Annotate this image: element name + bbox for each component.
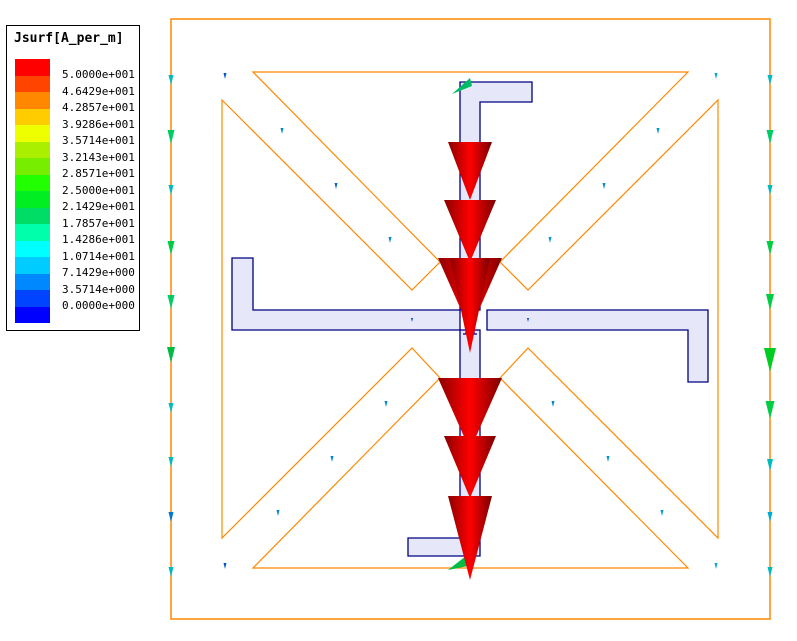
legend-swatch xyxy=(15,75,50,92)
legend-labels: 5.0000e+001 4.6429e+001 4.2857e+001 3.9286e… xyxy=(62,67,135,315)
current-arrow-small xyxy=(660,510,664,516)
current-arrow-cone xyxy=(444,200,496,262)
current-arrow-small xyxy=(223,73,227,79)
current-arrow-small xyxy=(167,130,175,144)
current-arrow-cone xyxy=(450,258,490,353)
legend-label: 5.0000e+001 xyxy=(62,68,135,81)
current-arrow-small xyxy=(384,401,388,407)
current-arrow-small xyxy=(767,459,773,471)
legend-swatch xyxy=(15,257,50,274)
color-legend: Jsurf[A_per_m] 5.0000e+001 4.6429e+001 4.2… xyxy=(6,25,140,331)
legend-label: 2.8571e+001 xyxy=(62,167,135,180)
legend-swatch xyxy=(15,92,50,109)
current-arrow-small xyxy=(334,183,338,189)
current-arrow-small xyxy=(280,128,284,134)
current-arrow-small xyxy=(767,512,773,522)
current-arrow-small xyxy=(388,237,392,243)
current-arrow-small xyxy=(602,183,606,189)
radiating-patch-outline xyxy=(221,71,719,569)
legend-swatch xyxy=(15,191,50,208)
legend-label: 7.1429e+000 xyxy=(62,266,135,279)
legend-label: 1.4286e+001 xyxy=(62,233,135,246)
legend-swatch xyxy=(15,290,50,307)
current-arrow-small xyxy=(548,237,552,243)
current-arrow-small xyxy=(527,318,529,322)
current-arrow-cone xyxy=(448,496,492,580)
legend-color-bar xyxy=(15,59,50,323)
current-arrow-small xyxy=(330,456,334,462)
legend-label: 3.5714e+001 xyxy=(62,134,135,147)
current-arrow-small xyxy=(767,567,773,577)
legend-swatch xyxy=(15,108,50,125)
current-arrow-small xyxy=(168,185,174,195)
current-arrow-small xyxy=(168,512,174,522)
legend-label: 2.1429e+001 xyxy=(62,200,135,213)
legend-label: 3.2143e+001 xyxy=(62,150,135,164)
legend-label: 4.6429e+001 xyxy=(62,84,135,98)
legend-label: 4.2857e+001 xyxy=(62,101,135,114)
current-arrow-small xyxy=(167,241,175,255)
legend-swatch xyxy=(15,158,50,175)
current-arrow-small xyxy=(767,185,773,195)
current-arrow-small xyxy=(167,295,175,309)
current-vectors-small xyxy=(167,73,776,577)
current-arrow-small xyxy=(551,401,555,407)
current-arrow-cone xyxy=(438,378,502,450)
current-arrow-small xyxy=(168,567,174,577)
legend-label: 3.9286e+001 xyxy=(62,117,135,131)
current-arrow-small xyxy=(276,510,280,516)
legend-swatch xyxy=(15,224,50,241)
current-arrow-small xyxy=(411,318,413,322)
current-arrow-small xyxy=(448,556,468,570)
legend-label: 2.5000e+001 xyxy=(62,183,135,197)
current-arrow-small xyxy=(606,456,610,462)
legend-swatch xyxy=(15,240,50,257)
current-arrow-small xyxy=(766,130,774,144)
current-arrow-small xyxy=(764,348,776,372)
legend-label: 1.0714e+001 xyxy=(62,249,135,263)
current-arrow-small xyxy=(766,294,774,310)
legend-swatch xyxy=(15,273,50,290)
current-arrow-small xyxy=(452,78,472,94)
legend-swatch xyxy=(15,141,50,158)
current-arrow-small xyxy=(168,75,174,85)
legend-label: 3.5714e+000 xyxy=(62,282,135,296)
legend-swatch xyxy=(15,306,50,323)
current-vectors-large xyxy=(438,142,502,580)
legend-swatch xyxy=(15,174,50,191)
current-arrow-small xyxy=(766,241,774,255)
current-arrow-small xyxy=(714,73,718,79)
current-arrow-small xyxy=(167,347,175,363)
legend-swatch xyxy=(15,59,50,76)
current-arrow-small xyxy=(767,75,773,85)
outer-boundary xyxy=(170,18,771,620)
current-arrow-small xyxy=(168,403,174,413)
current-arrow-small xyxy=(656,128,660,134)
current-arrow-cone xyxy=(444,436,496,498)
legend-swatch xyxy=(15,125,50,142)
current-arrow-small xyxy=(714,563,718,569)
current-arrow-small xyxy=(168,457,174,467)
legend-label: 0.0000e+000 xyxy=(62,299,135,312)
current-arrow-cone xyxy=(448,142,492,200)
legend-swatch xyxy=(15,207,50,224)
legend-title: Jsurf[A_per_m] xyxy=(14,31,124,46)
current-arrow-small xyxy=(223,563,227,569)
current-arrow-small xyxy=(765,401,775,419)
legend-label: 1.7857e+001 xyxy=(62,216,135,230)
